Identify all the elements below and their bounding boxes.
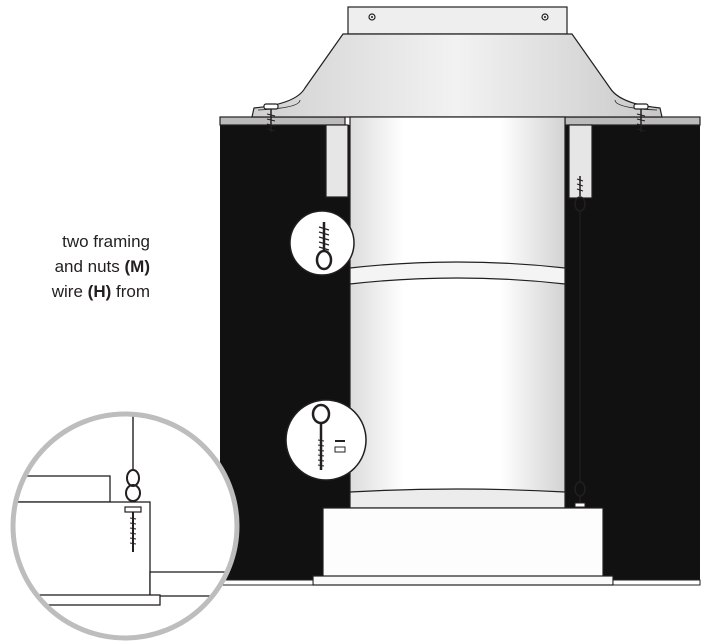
roof-hood [251, 6, 663, 118]
roof-screw-right [633, 103, 649, 132]
ceiling-collar [219, 507, 701, 586]
duct-pipe [349, 116, 566, 509]
eye-bolt-icon [285, 399, 367, 481]
roof-screw-left [263, 103, 279, 132]
instruction-line-3-text: wire [51, 282, 88, 301]
nut-icon [334, 440, 346, 453]
part-ref-m: (M) [124, 257, 150, 276]
instruction-line-2: and nuts (M) [0, 254, 150, 279]
instruction-line-3: wire (H) from [0, 279, 150, 304]
instruction-line-2-text: and nuts [54, 257, 125, 276]
framing-bracket-right [568, 124, 593, 199]
eye-screw-icon [289, 210, 355, 276]
zoom-detail [10, 411, 240, 641]
framing-bracket-left [325, 124, 349, 198]
hanging-wire [574, 176, 586, 508]
instruction-text: two framing and nuts (M) wire (H) from [0, 229, 150, 304]
instruction-line-3-tail: from [111, 282, 150, 301]
part-ref-h: (H) [87, 282, 112, 301]
instruction-line-1: two framing [62, 232, 150, 251]
